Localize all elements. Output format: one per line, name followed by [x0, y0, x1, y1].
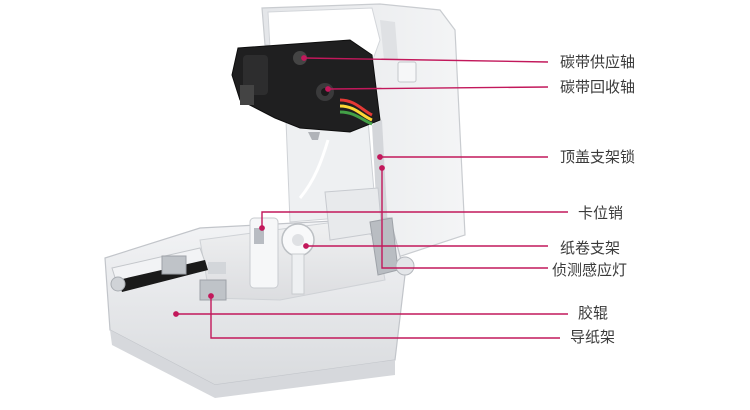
- callout-detection-sensor-light: 侦测感应灯: [552, 261, 628, 279]
- leader-ribbon-supply-spindle: [303, 57, 549, 63]
- ribbon-supply-spindle-end: [293, 51, 307, 65]
- lid-cable: [298, 139, 330, 199]
- paper-guide: [161, 255, 227, 301]
- leader-ribbon-rewind-spindle: [327, 86, 549, 90]
- leader-latch-pin: [261, 211, 568, 228]
- ribbon-assembly: [231, 39, 381, 140]
- callout-top-cover-support-lock: 顶盖支架锁: [560, 148, 636, 166]
- callout-ribbon-rewind-spindle: 碳带回收轴: [560, 78, 636, 96]
- callout-latch-pin: 卡位销: [578, 204, 624, 222]
- callout-paper-guide: 导纸架: [570, 328, 616, 346]
- leader-paper-guide: [210, 296, 560, 339]
- paper-roll-holder: [249, 217, 315, 295]
- callout-ribbon-supply-spindle: 碳带供应轴: [560, 53, 636, 71]
- callout-paper-roll-holder: 纸卷支架: [560, 239, 621, 257]
- callout-rubber-roller: 胶辊: [578, 304, 609, 322]
- leader-detection-sensor-light: [381, 168, 548, 269]
- printer-base: [104, 187, 406, 398]
- leader-lines: [173, 55, 568, 339]
